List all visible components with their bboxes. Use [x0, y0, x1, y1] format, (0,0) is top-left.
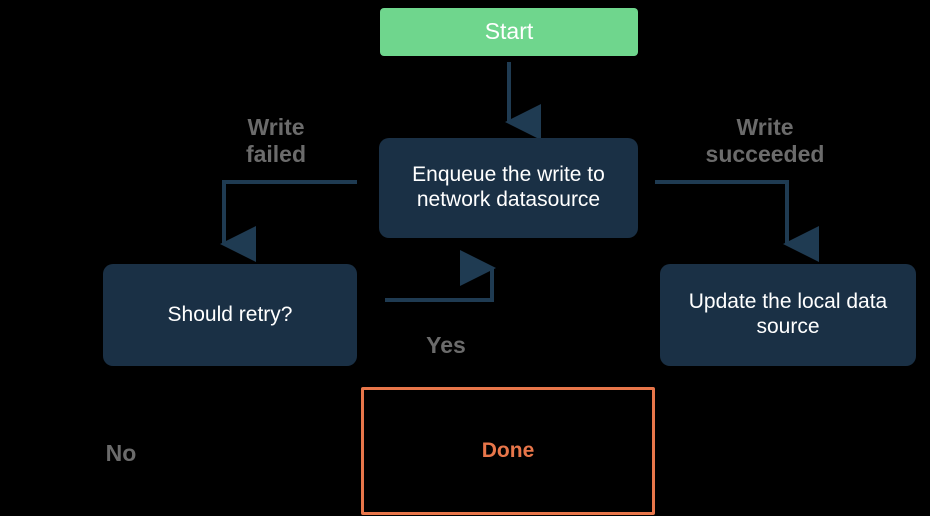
edge-label-yes: Yes: [426, 332, 466, 358]
node-done[interactable]: Done: [361, 387, 655, 515]
node-start[interactable]: Start: [380, 8, 638, 56]
node-enqueue-text: Enqueue the write to network datasource: [412, 163, 605, 213]
node-update-local-datasource[interactable]: Update the local data source: [660, 264, 916, 366]
node-enqueue-line-2: network datasource: [416, 188, 601, 211]
edge-retry-to-enqueue-yes: [385, 250, 496, 302]
node-update-text: Update the local data source: [689, 290, 887, 340]
node-enqueue-write[interactable]: Enqueue the write to network datasource: [379, 138, 638, 238]
edge-enqueue-to-retry: [220, 180, 357, 262]
edge-enqueue-to-update: [655, 180, 819, 262]
node-update-line-1: Update the local data: [688, 290, 888, 314]
node-update-line-2: source: [756, 315, 820, 338]
node-should-retry[interactable]: Should retry?: [103, 264, 357, 366]
node-enqueue-line-1: Enqueue the write to: [412, 163, 605, 187]
edge-label-write-failed: Write failed: [245, 114, 307, 168]
edge-label-no: No: [105, 440, 137, 466]
edge-label-write-succeeded: Write succeeded: [705, 114, 825, 168]
